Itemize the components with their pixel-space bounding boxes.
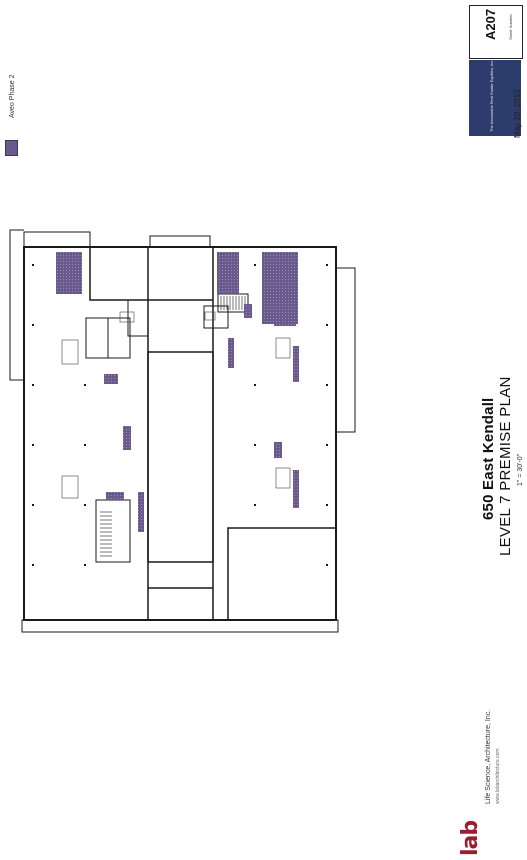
top-left-partition: [89, 247, 148, 301]
legend-label: Aveo Phase 2: [9, 74, 16, 118]
plan-level-title: LEVEL 7 PREMISE PLAN: [497, 376, 514, 556]
architect-website: www.labarchitecture.com: [495, 748, 501, 804]
plan-scale-note: 1" = 30'-0": [517, 453, 524, 486]
aveo-area: [106, 492, 124, 500]
owner-logo-text: The Alexandria Real Estate Equities, Inc…: [489, 59, 494, 132]
aveo-area: [293, 470, 299, 508]
aveo-area: [138, 492, 144, 532]
sheet-number-box: [469, 5, 523, 59]
stair-b-treads: [100, 511, 112, 557]
legend-swatch: [5, 140, 18, 156]
aveo-area: [228, 338, 234, 368]
left-balcony: [9, 229, 24, 381]
central-atrium: [147, 351, 214, 563]
aveo-area: [274, 442, 282, 458]
structural-columns: [32, 264, 328, 566]
service-rooms: [85, 293, 249, 563]
plan-building-title: 650 East Kendall: [480, 397, 497, 520]
aveo-area: [104, 374, 118, 384]
right-corridor: [227, 527, 336, 620]
stair-a-treads: [220, 296, 246, 310]
aveo-phase-2-areas: [56, 252, 299, 532]
bottom-slab-band: [21, 619, 339, 633]
aveo-area: [217, 252, 239, 294]
aveo-area: [293, 346, 299, 382]
aveo-area: [56, 252, 82, 294]
issue-date: May 20, 2013: [513, 89, 522, 138]
elevator-lobby: [203, 305, 229, 329]
architect-name: Life Science, Architecture, Inc.: [485, 709, 492, 804]
building-outline: [9, 229, 356, 633]
top-left-wing: [23, 231, 91, 247]
right-balcony: [336, 267, 356, 433]
sheet-number: A207: [483, 8, 498, 40]
lab-benches: [61, 311, 291, 499]
architect-logo: lab: [458, 820, 483, 856]
aveo-area: [244, 304, 252, 318]
aveo-area: [262, 252, 298, 324]
aveo-area: [274, 320, 296, 326]
sheet-number-caption: Sheet Number: [508, 14, 513, 40]
stair-b-enclosure: [95, 499, 131, 563]
aveo-area: [123, 426, 131, 450]
owner-logo: [469, 60, 521, 136]
storage-room: [127, 299, 149, 337]
top-core-extension: [149, 235, 211, 247]
